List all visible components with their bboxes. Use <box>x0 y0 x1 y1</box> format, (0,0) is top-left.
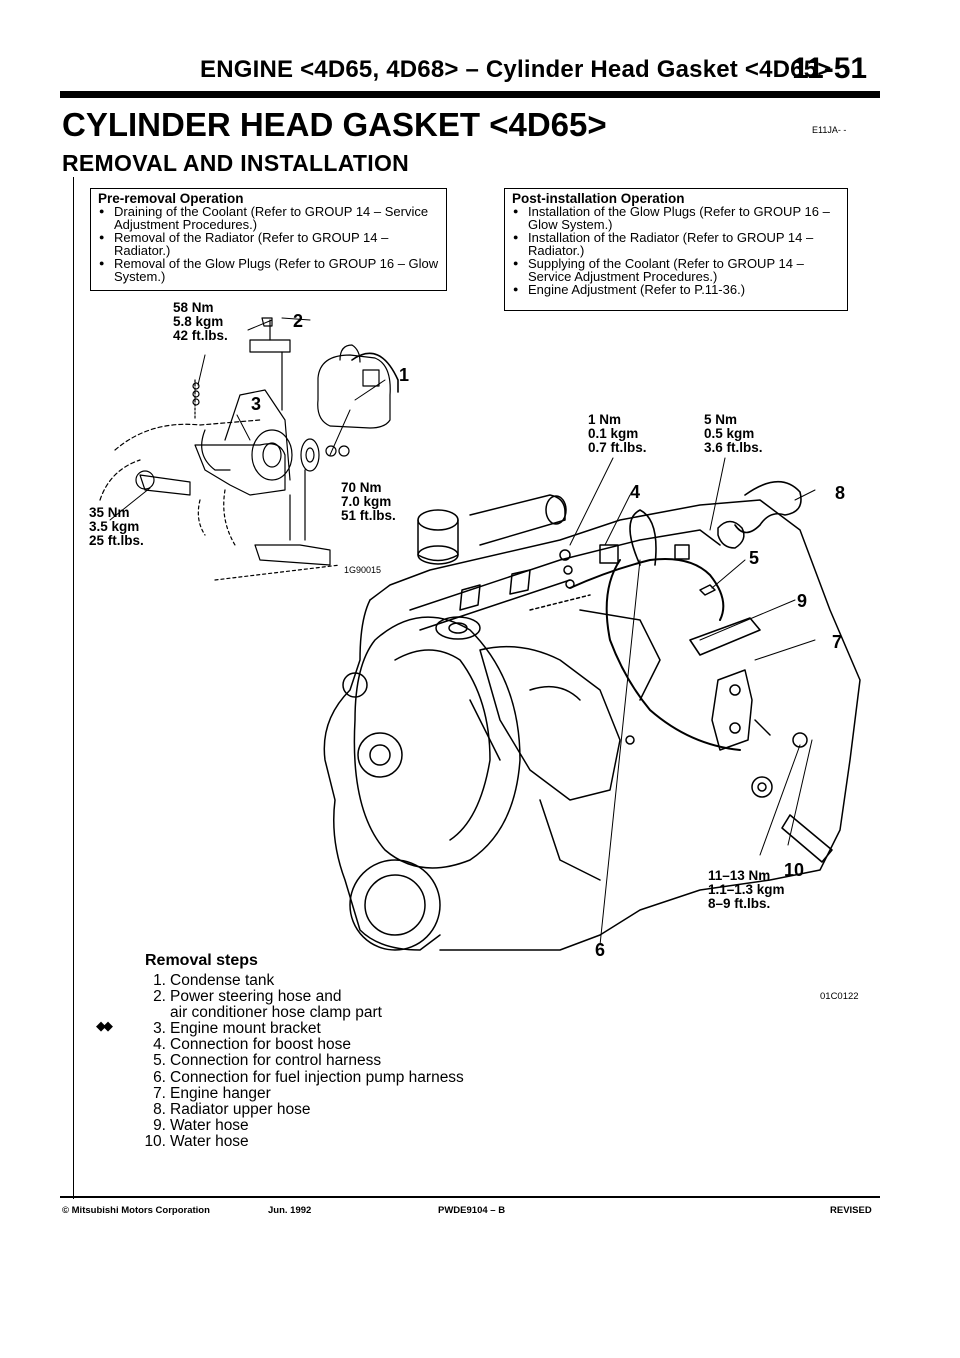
torque-spec-11-13nm: 11–13 Nm 1.1–1.3 kgm 8–9 ft.lbs. <box>708 869 785 911</box>
list-item: 2.Power steering hose and <box>153 988 464 1006</box>
torque-ftlbs: 51 ft.lbs. <box>341 508 396 523</box>
torque-spec-1nm: 1 Nm 0.1 kgm 0.7 ft.lbs. <box>588 413 647 455</box>
callout-5: 5 <box>749 548 760 568</box>
torque-nm: 70 Nm <box>341 480 382 495</box>
post-installation-item: Installation of the Radiator (Refer to G… <box>512 231 840 257</box>
step-text: Connection for control harness <box>170 1052 382 1070</box>
torque-spec-5nm: 5 Nm 0.5 kgm 3.6 ft.lbs. <box>704 413 763 455</box>
inset-leader-lines <box>109 317 386 521</box>
list-item: 7.Engine hanger <box>153 1084 464 1102</box>
torque-nm: 1 Nm <box>588 412 622 427</box>
callout-6: 6 <box>595 940 606 960</box>
footer-doc-code: PWDE9104 – B <box>438 1205 506 1216</box>
torque-kgm: 5.8 kgm <box>173 314 224 329</box>
callout-2: 2 <box>293 311 304 331</box>
pre-removal-box: Pre-removal Operation Draining of the Co… <box>90 188 447 291</box>
footer-date: Jun. 1992 <box>268 1205 312 1216</box>
header-rule <box>60 91 880 98</box>
section-subtitle: REMOVAL AND INSTALLATION <box>62 150 410 176</box>
step-text: Connection for boost hose <box>170 1036 351 1054</box>
step-number: 5. <box>153 1052 166 1070</box>
pre-removal-item: Draining of the Coolant (Refer to GROUP … <box>98 205 439 231</box>
content-margin-rule <box>73 177 74 1199</box>
pre-removal-item: Removal of the Glow Plugs (Refer to GROU… <box>98 257 439 283</box>
callout-4: 4 <box>630 482 641 502</box>
main-leader-lines <box>569 457 816 946</box>
inset-mount-bracket <box>99 317 399 581</box>
step-text: Water hose <box>170 1116 249 1134</box>
step-number: 10. <box>144 1132 166 1150</box>
section-code: E11JA- - <box>812 125 847 135</box>
torque-ftlbs: 3.6 ft.lbs. <box>704 440 763 455</box>
step-number: 2. <box>153 988 166 1006</box>
torque-ftlbs: 25 ft.lbs. <box>89 533 144 548</box>
post-installation-item: Installation of the Glow Plugs (Refer to… <box>512 205 840 231</box>
section-title: CYLINDER HEAD GASKET <4D65> <box>62 106 607 143</box>
list-item: 10.Water hose <box>144 1132 464 1150</box>
post-installation-item: Engine Adjustment (Refer to P.11-36.) <box>512 283 840 296</box>
torque-kgm: 0.1 kgm <box>588 426 639 441</box>
post-installation-item: Supplying of the Coolant (Refer to GROUP… <box>512 257 840 283</box>
torque-kgm: 3.5 kgm <box>89 519 140 534</box>
pre-removal-heading: Pre-removal Operation <box>98 191 244 206</box>
removal-steps-title: Removal steps <box>145 952 258 969</box>
step-text: Power steering hose and <box>170 988 342 1006</box>
list-item: 6.Connection for fuel injection pump har… <box>153 1068 464 1086</box>
running-header: ENGINE <4D65, 4D68> – Cylinder Head Gask… <box>200 56 832 83</box>
step-number: 3. <box>153 1020 166 1038</box>
list-item: 4.Connection for boost hose <box>153 1036 464 1054</box>
step-number: 8. <box>153 1100 166 1118</box>
list-item: 1.Condense tank <box>153 972 464 989</box>
torque-nm: 11–13 Nm <box>708 868 771 883</box>
procedure-marker: ◆◆ <box>96 1018 113 1033</box>
callout-3: 3 <box>251 394 262 414</box>
torque-spec-58nm: 58 Nm 5.8 kgm 42 ft.lbs. <box>173 301 228 343</box>
footer-status: REVISED <box>830 1205 872 1216</box>
step-number: 9. <box>153 1116 166 1134</box>
step-text: Condense tank <box>170 972 275 989</box>
torque-ftlbs: 42 ft.lbs. <box>173 328 228 343</box>
list-item: 3.Engine mount bracket <box>153 1020 464 1038</box>
list-item: 5.Connection for control harness <box>153 1052 464 1070</box>
callout-9: 9 <box>797 591 808 611</box>
pre-removal-item: Removal of the Radiator (Refer to GROUP … <box>98 231 439 257</box>
torque-kgm: 7.0 kgm <box>341 494 392 509</box>
post-installation-heading: Post-installation Operation <box>512 191 685 206</box>
engine-block <box>323 480 861 951</box>
callout-7: 7 <box>832 632 843 652</box>
torque-kgm: 0.5 kgm <box>704 426 755 441</box>
step-text: Water hose <box>170 1132 249 1150</box>
step-text: Engine hanger <box>170 1084 271 1102</box>
torque-kgm: 1.1–1.3 kgm <box>708 882 785 897</box>
step-text: Engine mount bracket <box>170 1020 321 1038</box>
list-item: 9.Water hose <box>153 1116 464 1134</box>
list-item: 8.Radiator upper hose <box>153 1100 464 1118</box>
engine-exploded-diagram <box>99 317 861 951</box>
step-text: Radiator upper hose <box>170 1100 311 1118</box>
callout-8: 8 <box>835 483 846 503</box>
torque-ftlbs: 8–9 ft.lbs. <box>708 896 771 911</box>
list-item-continuation: air conditioner hose clamp part <box>170 1005 464 1021</box>
step-number: 7. <box>153 1084 166 1102</box>
removal-steps-list: 1.Condense tank 2.Power steering hose an… <box>144 972 464 1150</box>
footer-copyright: © Mitsubishi Motors Corporation <box>62 1205 210 1216</box>
callout-10: 10 <box>784 860 805 880</box>
page-number: 11-51 <box>792 52 868 85</box>
torque-nm: 58 Nm <box>173 300 214 315</box>
callout-1: 1 <box>399 365 410 385</box>
torque-ftlbs: 0.7 ft.lbs. <box>588 440 647 455</box>
torque-spec-35nm: 35 Nm 3.5 kgm 25 ft.lbs. <box>89 506 144 548</box>
step-number: 4. <box>153 1036 166 1054</box>
torque-spec-70nm: 70 Nm 7.0 kgm 51 ft.lbs. <box>341 481 396 523</box>
step-number: 1. <box>153 972 166 989</box>
inset-figure-code: 1G90015 <box>344 565 382 575</box>
post-installation-box: Post-installation Operation Installation… <box>504 188 848 311</box>
step-text: Connection for fuel injection pump harne… <box>170 1068 464 1086</box>
step-number: 6. <box>153 1068 166 1086</box>
torque-nm: 35 Nm <box>89 505 130 520</box>
figure-code: 01C0122 <box>820 991 859 1002</box>
torque-nm: 5 Nm <box>704 412 738 427</box>
footer-rule <box>60 1196 880 1198</box>
step-text: air conditioner hose clamp part <box>170 1004 382 1022</box>
